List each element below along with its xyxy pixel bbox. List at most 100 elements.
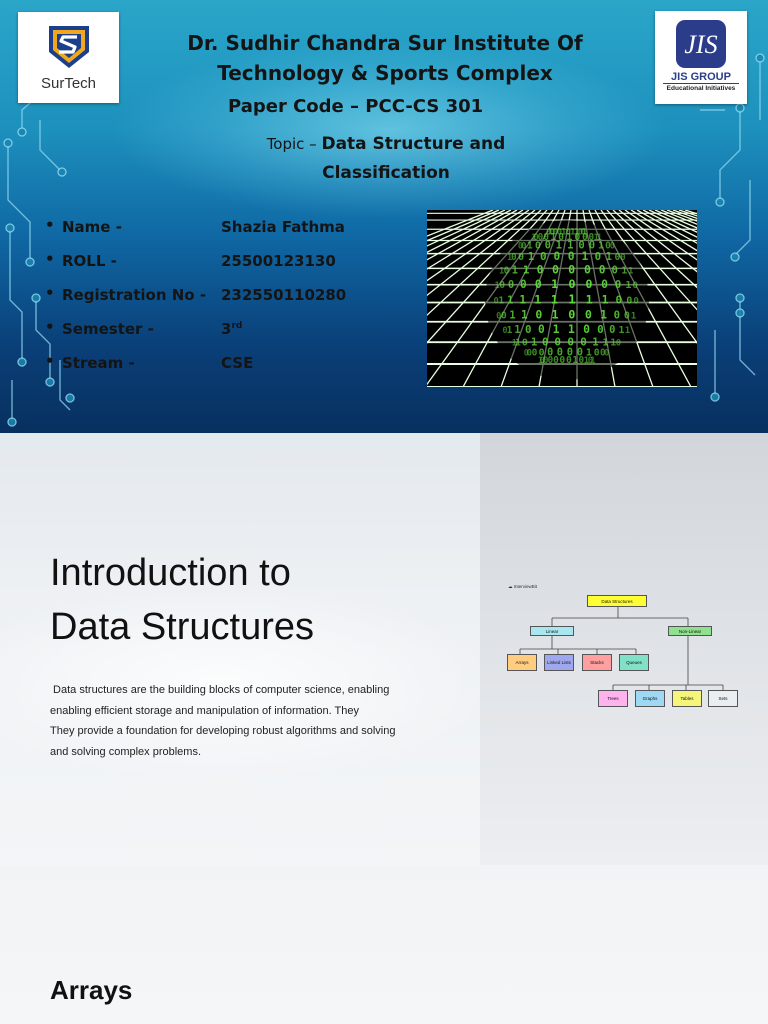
node-queues: Queues [619, 654, 649, 671]
binary-digit: 1 [631, 311, 637, 322]
binary-digit: 1 [582, 226, 587, 236]
binary-digit: 1 [568, 293, 575, 307]
jis-divider [663, 83, 739, 84]
grid-line [636, 210, 697, 244]
binary-digit: 0 [557, 227, 562, 237]
binary-digit: 1 [531, 233, 536, 243]
binary-digit: 0 [496, 312, 501, 322]
grid-line [427, 210, 500, 242]
binary-digit: 0 [501, 311, 507, 322]
binary-digit: 0 [518, 242, 523, 252]
binary-digit: 1 [515, 338, 521, 349]
binary-digit: 1 [567, 239, 573, 252]
binary-digit: 1 [597, 233, 602, 243]
detail-label: Semester - [62, 320, 154, 338]
binary-digit: 0 [548, 355, 554, 366]
topic-line1: Data Structure and [321, 134, 506, 154]
binary-digit: 0 [609, 324, 615, 336]
institute-title-line2: Technology & Sports Complex [217, 61, 553, 85]
binary-digit: 1 [582, 250, 589, 263]
binary-digit: 0 [626, 296, 632, 307]
binary-digit: 0 [511, 252, 517, 263]
binary-digit: 0 [535, 277, 542, 291]
detail-label: Registration No - [62, 286, 207, 304]
jis-brand-text: JIS [684, 30, 717, 59]
surtech-shield-icon [49, 26, 89, 68]
binary-digit: 0 [585, 277, 592, 291]
binary-digit: 1 [586, 348, 592, 359]
binary-digit: 0 [518, 252, 524, 263]
grid-line [427, 210, 524, 270]
binary-digit: 1 [528, 251, 534, 263]
binary-digit: 0 [577, 347, 583, 359]
binary-digit: 0 [527, 349, 532, 359]
semester-number: 3 [221, 320, 232, 338]
binary-digit: 0 [542, 336, 549, 349]
binary-digit: 1 [512, 339, 517, 349]
topic-line2: Classification [322, 163, 450, 183]
binary-digit: 0 [502, 326, 507, 336]
binary-digit: 1 [531, 337, 537, 349]
binary-digit: 0 [605, 241, 611, 252]
binary-digit: 1 [550, 232, 556, 243]
binary-digit: 0 [568, 308, 575, 322]
background-glow [110, 40, 670, 220]
grid-line [600, 210, 697, 344]
grid-line [427, 210, 518, 261]
grid-line [618, 210, 697, 273]
grid-line [642, 210, 697, 238]
binary-digit: 0 [525, 323, 532, 336]
binary-digit: 1 [598, 241, 604, 252]
binary-digit: 0 [520, 278, 527, 291]
detail-label: ROLL - [62, 252, 117, 270]
binary-digit: 0 [633, 296, 639, 307]
grid-line [427, 210, 536, 297]
binary-digit: 0 [538, 323, 545, 336]
node-non-linear: Non-Linear [668, 626, 712, 636]
grid-line [624, 210, 697, 261]
binary-digit: 0 [614, 309, 620, 322]
binary-digit: 1 [538, 355, 543, 365]
intro-body-line: enabling efficient storage and manipulat… [50, 704, 360, 717]
binary-digit: 0 [540, 250, 547, 263]
binary-digit: 0 [535, 308, 542, 322]
binary-digit: 0 [532, 348, 538, 359]
binary-digit: 0 [580, 336, 587, 349]
topic-prefix: Topic – [266, 135, 322, 153]
binary-digit: 0 [558, 232, 564, 243]
detail-value: 25500123130 [221, 252, 336, 270]
grid-line [606, 210, 697, 311]
node-trees: Trees [598, 690, 628, 707]
jis-logo: JIS JIS GROUP Educational Initiatives [655, 11, 747, 104]
binary-digit: 1 [519, 294, 526, 307]
node-stacks: Stacks [582, 654, 612, 671]
arrays-slide: Arrays [0, 865, 768, 1024]
binary-digit: 0 [610, 242, 615, 252]
binary-digit: 1 [499, 266, 504, 276]
binary-digit: 0 [566, 227, 571, 237]
binary-digit: 0 [546, 226, 551, 236]
intro-body-line: They provide a foundation for developing… [50, 725, 396, 738]
binary-digit: 1 [625, 326, 631, 336]
intro-body-line: Data structures are the building blocks … [50, 684, 390, 696]
binary-digit: 0 [539, 348, 545, 359]
binary-digit: 0 [543, 232, 549, 243]
binary-digit: 1 [621, 265, 627, 276]
binary-digit: 0 [632, 280, 638, 291]
title-slide: SurTech JIS JIS GROUP Educational Initia… [0, 0, 768, 433]
binary-digit: 0 [554, 250, 561, 263]
binary-digit: 1 [514, 325, 520, 336]
grid-line [666, 210, 697, 222]
binary-digit: 1 [495, 281, 500, 291]
binary-digit: 0 [494, 297, 499, 307]
binary-digit: 0 [615, 278, 622, 291]
binary-digit: 1 [523, 263, 530, 276]
binary-digit: 0 [533, 233, 538, 243]
binary-digit: 1 [527, 241, 533, 252]
binary-digit: 0 [601, 277, 608, 291]
binary-digit: 0 [594, 348, 600, 359]
node-graphs: Graphs [635, 690, 665, 707]
binary-digit: 0 [614, 252, 620, 263]
binary-digit: 1 [556, 240, 562, 252]
